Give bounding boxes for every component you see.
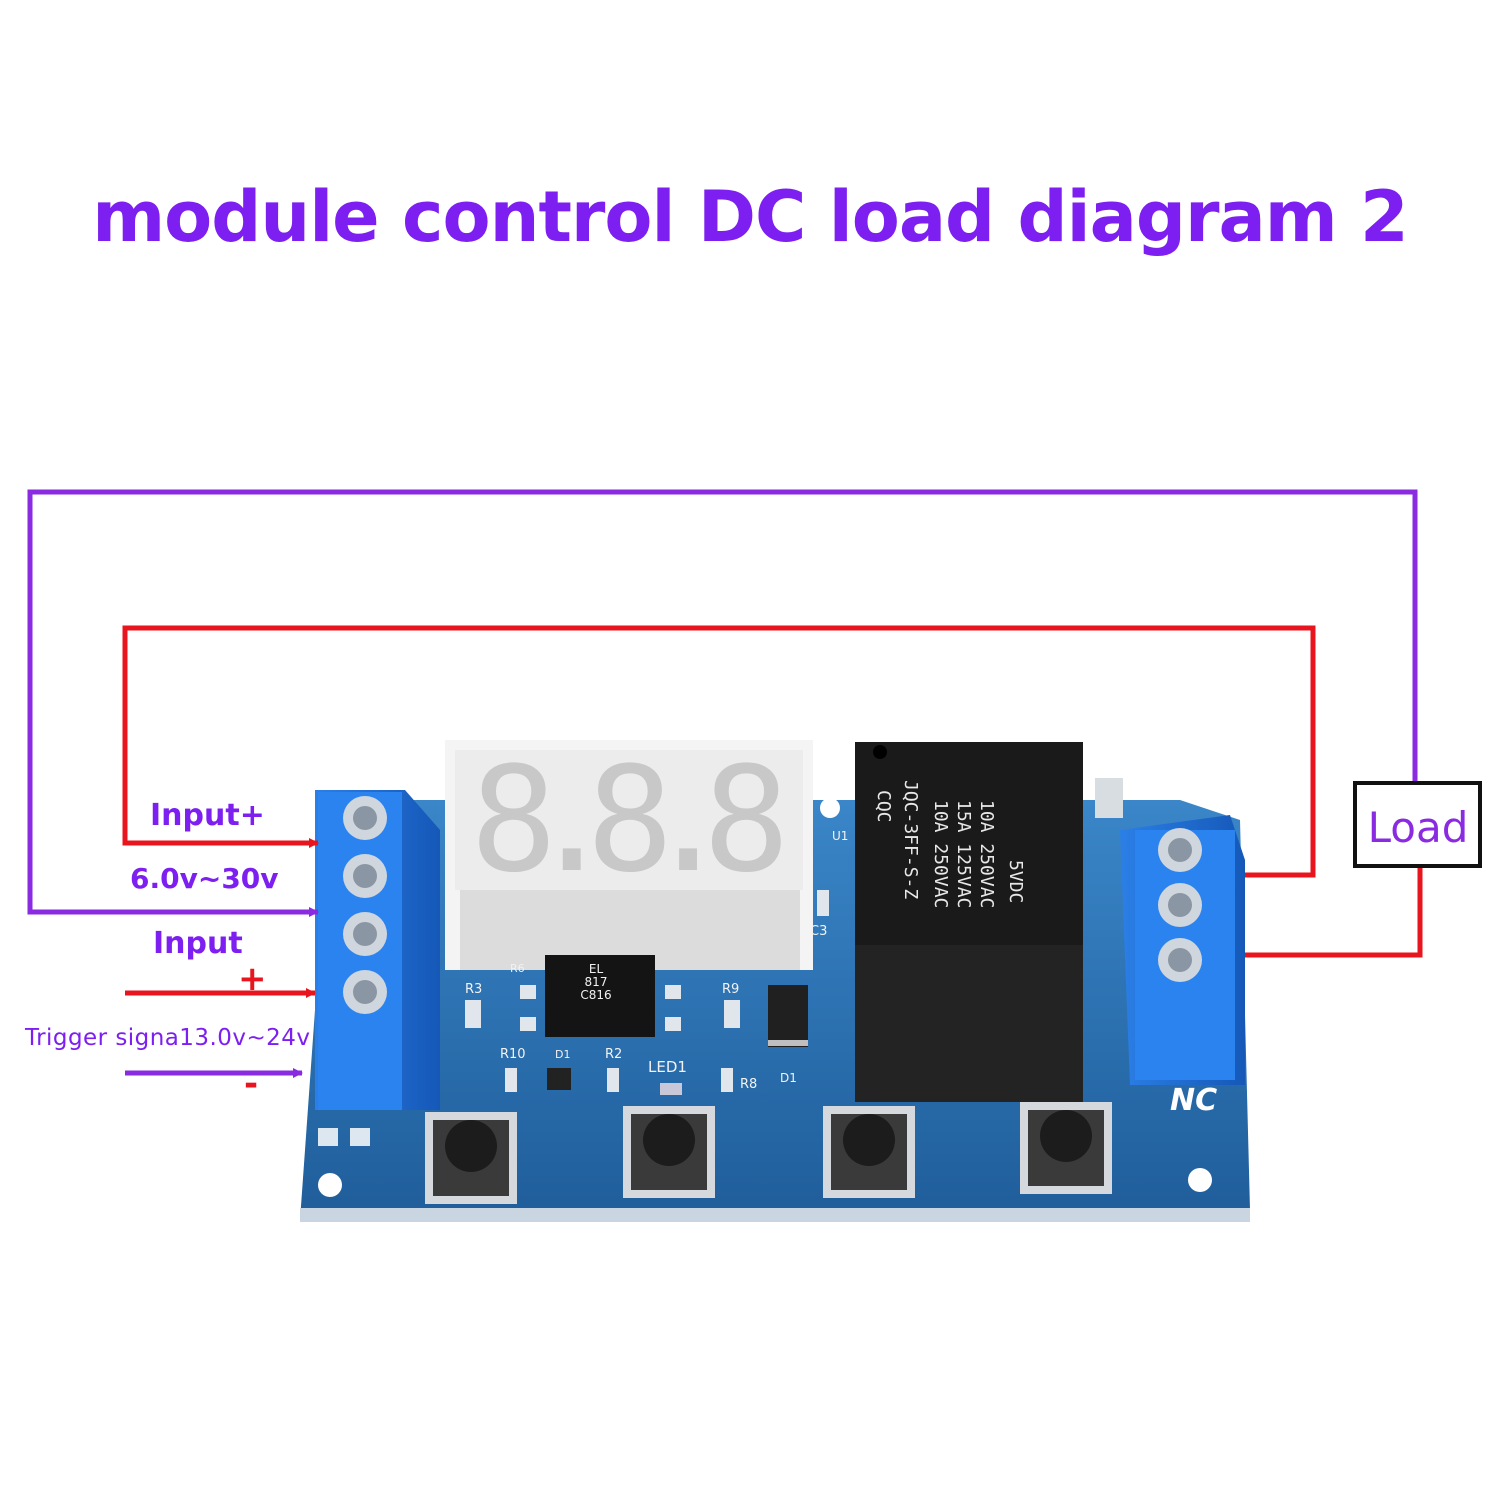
relay-voltage: 5VDC xyxy=(1005,860,1026,903)
pad xyxy=(318,1128,338,1146)
nc-label: NC xyxy=(1170,1083,1217,1118)
pad xyxy=(520,1017,536,1031)
terminal-screw xyxy=(343,912,387,956)
optocoupler-chip: EL 817 C816 xyxy=(545,955,655,1037)
relay-model: JQC-3FF-S-Z xyxy=(900,780,921,899)
silk-r6: R6 xyxy=(510,962,525,975)
voltage-range-label: 6.0v~30v xyxy=(130,862,279,895)
input-label: Input xyxy=(153,926,243,961)
right-terminal-block xyxy=(1120,815,1245,1085)
load-box: Load xyxy=(1353,781,1482,868)
mount-hole xyxy=(820,798,840,818)
silk-r8: R8 xyxy=(740,1077,757,1092)
resistor xyxy=(724,1000,740,1028)
silk-led1: LED1 xyxy=(648,1058,687,1076)
mount-hole xyxy=(1188,1168,1212,1192)
silk-r2: R2 xyxy=(605,1047,622,1062)
resistor xyxy=(465,1000,481,1028)
terminal-screw xyxy=(343,970,387,1014)
terminal-screw xyxy=(343,854,387,898)
relay-rating: 15A 125VAC xyxy=(953,800,974,908)
purple-wire-loop xyxy=(27,489,1418,917)
plus-sign-label: + xyxy=(238,959,267,999)
pad xyxy=(350,1128,370,1146)
silk-d1-left: D1 xyxy=(555,1048,570,1061)
silk-r3: R3 xyxy=(465,982,482,997)
input-plus-label: Input+ xyxy=(150,798,265,833)
resistor xyxy=(607,1068,619,1092)
seven-segment-display: 8.8.8 xyxy=(445,736,813,970)
opto-line: C816 xyxy=(580,988,611,1002)
tactile-button-4 xyxy=(1020,1102,1112,1194)
trigger-signal-label: Trigger signa13.0v~24v xyxy=(24,1025,310,1051)
pad xyxy=(520,985,536,999)
tactile-button-1 xyxy=(425,1112,517,1204)
resistor xyxy=(505,1068,517,1092)
resistor xyxy=(721,1068,733,1092)
page-title: module control DC load diagram 2 xyxy=(92,176,1409,258)
silk-u1: U1 xyxy=(832,829,848,843)
silk-r9: R9 xyxy=(722,982,739,997)
pad xyxy=(665,985,681,999)
silk-r10: R10 xyxy=(500,1047,526,1062)
tactile-button-3 xyxy=(823,1106,915,1198)
opto-line: EL xyxy=(589,962,604,976)
relay-rating: 10A 250VAC xyxy=(930,800,951,908)
red-wire-loop xyxy=(122,625,1423,958)
relay: CQC JQC-3FF-S-Z 10A 250VAC 15A 125VAC 10… xyxy=(855,742,1083,1102)
minus-sign-label: - xyxy=(244,1064,258,1104)
terminal-screw xyxy=(1158,828,1202,872)
left-terminal-block xyxy=(315,790,440,1110)
silkscreen-labels: R3 R9 R10 D1 R2 LED1 R8 D1 C3 U1 R6 xyxy=(465,829,848,1092)
diode-band xyxy=(768,1040,808,1046)
display-digits: 8.8.8 xyxy=(470,736,790,905)
silk-d1-right: D1 xyxy=(780,1071,797,1085)
usb-port xyxy=(1095,778,1123,818)
mount-hole xyxy=(318,1173,342,1197)
diode xyxy=(768,985,808,1047)
transistor xyxy=(547,1068,571,1090)
opto-line: 817 xyxy=(585,975,608,989)
tactile-button-2 xyxy=(623,1106,715,1198)
smd-components xyxy=(465,890,829,1095)
pad xyxy=(665,1017,681,1031)
relay-rating: 10A 250VAC xyxy=(976,800,997,908)
led xyxy=(660,1083,682,1095)
terminal-screw xyxy=(1158,938,1202,982)
relay-dot xyxy=(873,745,887,759)
terminal-screw xyxy=(1158,883,1202,927)
relay-cert: CQC xyxy=(873,790,894,823)
capacitor xyxy=(817,890,829,916)
silk-c3: C3 xyxy=(810,924,827,939)
terminal-screw xyxy=(343,796,387,840)
load-label: Load xyxy=(1368,803,1469,852)
